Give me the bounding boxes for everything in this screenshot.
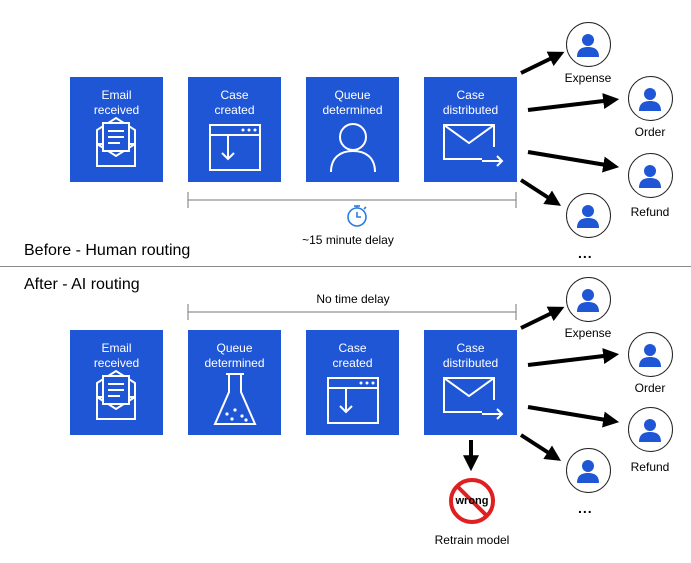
before-queue-expense-label: Expense — [564, 71, 612, 85]
before-queue-more-avatar — [566, 193, 611, 238]
no-sign-icon — [449, 478, 495, 524]
before-queue-refund-label: Refund — [630, 205, 670, 219]
before-delay-bracket — [187, 192, 517, 208]
before-section-title: Before - Human routing — [24, 242, 191, 259]
before-step-case-created: Case created — [188, 77, 281, 182]
person-icon — [639, 419, 661, 442]
step-label: Email received — [93, 88, 140, 117]
arrow-to-expense — [520, 306, 565, 330]
arrow-to-more — [519, 178, 562, 206]
step-label: Email received — [93, 341, 140, 370]
arrow-to-order — [527, 348, 620, 367]
person-outline-icon — [330, 123, 376, 173]
step-label: Case created — [214, 88, 255, 117]
case-window-icon — [209, 124, 261, 171]
after-queue-refund-avatar — [628, 407, 673, 452]
step-label: Case distributed — [442, 341, 499, 370]
person-icon — [577, 460, 599, 483]
after-queue-expense-avatar — [566, 277, 611, 322]
step-label: Queue determined — [322, 88, 383, 117]
person-icon — [577, 289, 599, 312]
before-step-case-distributed: Case distributed — [424, 77, 517, 182]
arrow-to-order — [527, 93, 620, 112]
arrow-to-more — [519, 433, 562, 461]
before-queue-expense-avatar — [566, 22, 611, 67]
before-step-queue-determined: Queue determined — [306, 77, 399, 182]
person-icon — [639, 88, 661, 111]
before-more-queues: ... — [578, 245, 593, 261]
envelope-send-icon — [443, 377, 504, 420]
envelope-with-letter-icon — [96, 369, 136, 420]
flask-icon — [213, 373, 257, 425]
envelope-with-letter-icon — [96, 116, 136, 167]
arrow-to-expense — [520, 51, 565, 75]
before-queue-order-avatar — [628, 76, 673, 121]
after-queue-order-label: Order — [634, 381, 666, 395]
arrow-to-refund — [527, 150, 620, 173]
after-step-email-received: Email received — [70, 330, 163, 435]
stopwatch-icon — [347, 205, 367, 227]
envelope-send-icon — [443, 124, 504, 167]
timing-label: No time delay — [316, 292, 390, 306]
before-queue-order-label: Order — [634, 125, 666, 139]
after-queue-refund-label: Refund — [630, 460, 670, 474]
section-divider — [0, 266, 691, 267]
after-step-case-distributed: Case distributed — [424, 330, 517, 435]
after-step-queue-determined: Queue determined — [188, 330, 281, 435]
step-label: Case created — [332, 341, 373, 370]
after-timing-bracket — [187, 304, 517, 320]
person-icon — [577, 34, 599, 57]
person-icon — [639, 344, 661, 367]
after-more-queues: ... — [578, 500, 593, 516]
person-icon — [639, 165, 661, 188]
after-queue-more-avatar — [566, 448, 611, 493]
step-label: Queue determined — [204, 341, 265, 370]
case-window-icon — [327, 377, 379, 424]
arrow-to-refund — [527, 405, 620, 428]
after-queue-expense-label: Expense — [564, 326, 612, 340]
after-step-case-created: Case created — [306, 330, 399, 435]
before-queue-refund-avatar — [628, 153, 673, 198]
retrain-model-label: Retrain model — [434, 533, 510, 547]
delay-label: ~15 minute delay — [302, 233, 394, 247]
step-label: Case distributed — [442, 88, 499, 117]
wrong-label: wrong — [455, 495, 489, 507]
after-section-title: After - AI routing — [24, 276, 140, 293]
after-queue-order-avatar — [628, 332, 673, 377]
person-icon — [577, 205, 599, 228]
before-step-email-received: Email received — [70, 77, 163, 182]
